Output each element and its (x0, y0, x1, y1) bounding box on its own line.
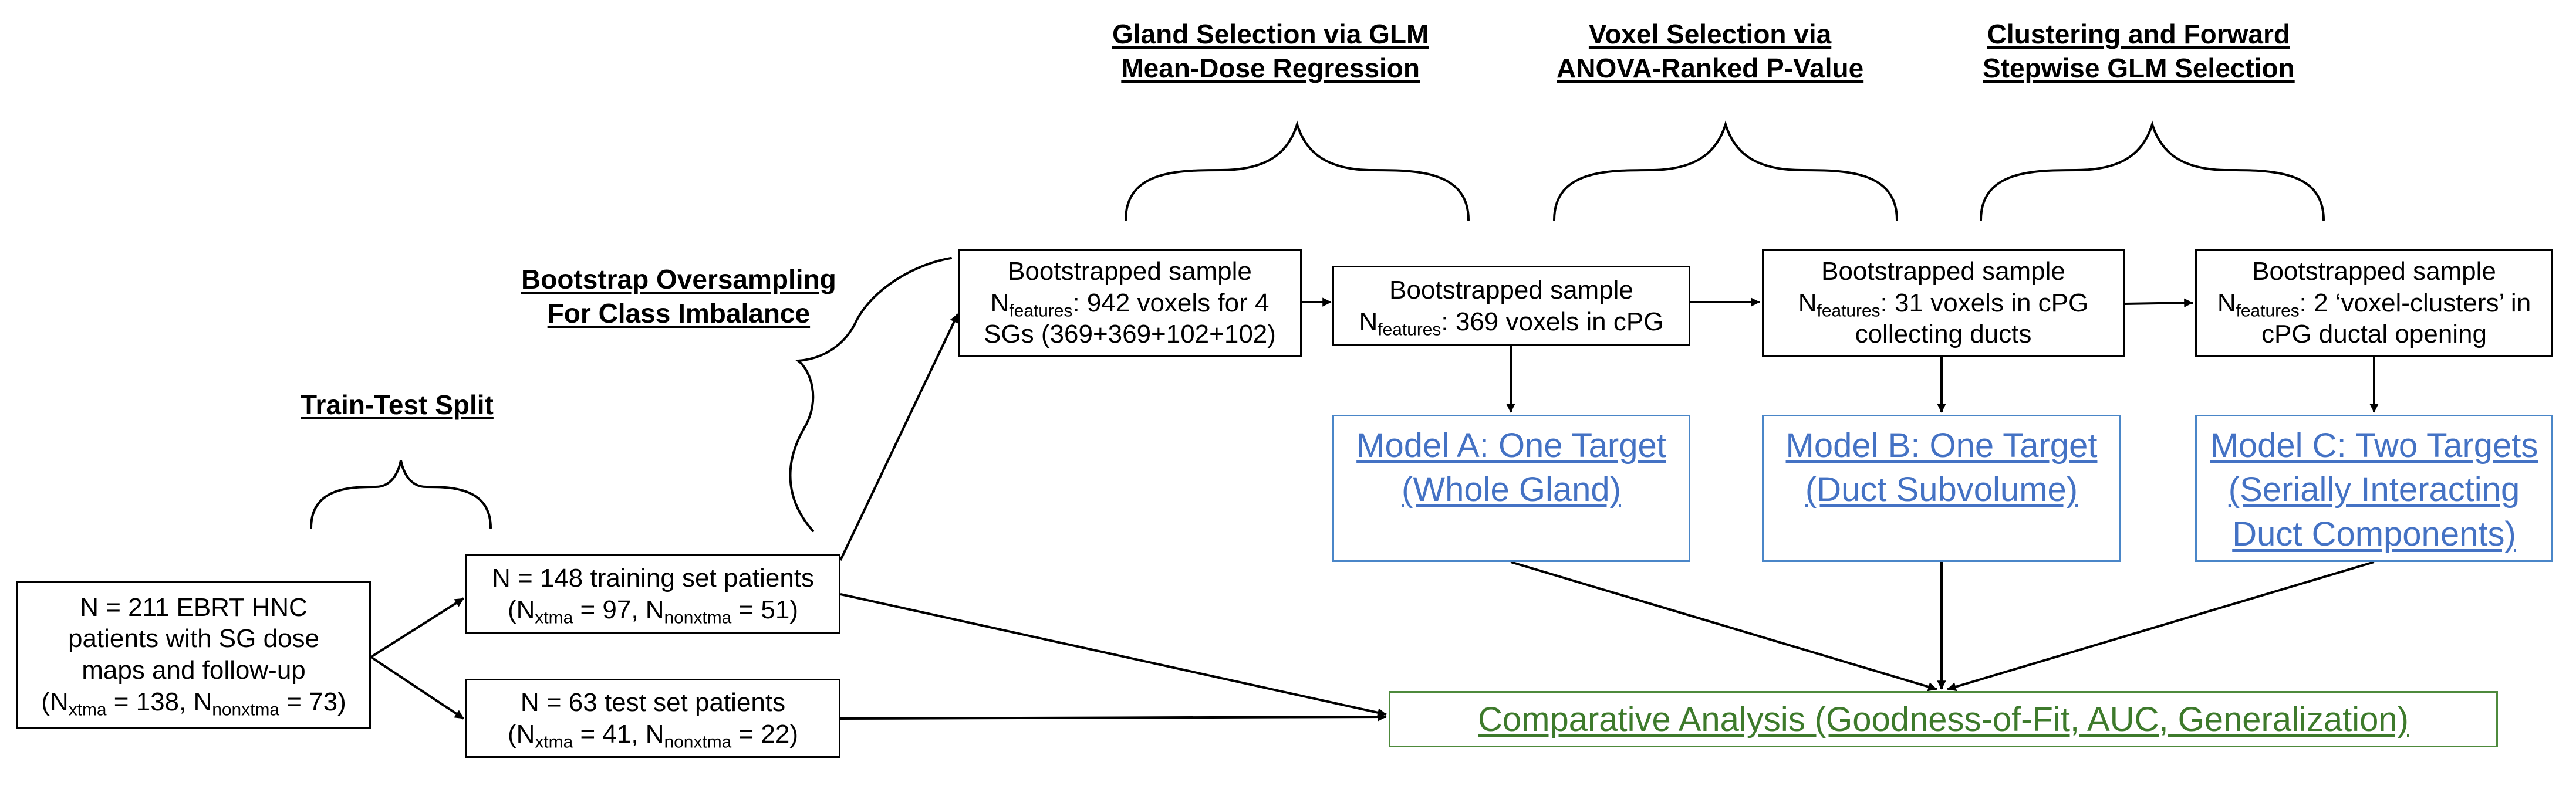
model-a-box[interactable]: Model A: One Target (Whole Gland) (1332, 415, 1690, 562)
arrow-training-to-sample1 (839, 313, 959, 561)
heading-voxel-selection: Voxel Selection via ANOVA-Ranked P-Value (1557, 19, 1864, 83)
brace-gland-selection (1125, 120, 1470, 221)
arrow-training-to-analysis (840, 593, 1387, 717)
arrow-model-a-to-analysis (1510, 561, 1937, 692)
comparative-analysis-box[interactable]: Comparative Analysis (Goodness-of-Fit, A… (1389, 691, 2498, 747)
cohort-box: N = 211 EBRT HNC patients with SG dose m… (16, 581, 371, 729)
brace-train-test (310, 460, 492, 529)
heading-gland-selection: Gland Selection via GLM Mean-Dose Regres… (1112, 19, 1429, 83)
brace-clustering (1980, 120, 2325, 221)
bootstrapped-sample-ducts: Bootstrapped sample Nfeatures: 31 voxels… (1762, 249, 2125, 357)
bootstrapped-sample-cpg: Bootstrapped sample Nfeatures: 369 voxel… (1332, 266, 1690, 346)
model-b-box[interactable]: Model B: One Target (Duct Subvolume) (1762, 415, 2121, 562)
bootstrapped-sample-clusters: Bootstrapped sample Nfeatures: 2 ‘voxel-… (2195, 249, 2553, 357)
brace-bootstrap (789, 257, 952, 532)
training-set-box: N = 148 training set patients (Nxtma = 9… (465, 554, 840, 634)
heading-train-test: Train-Test Split (301, 390, 494, 420)
heading-clustering: Clustering and Forward Stepwise GLM Sele… (1983, 19, 2295, 83)
bootstrapped-sample-all-glands: Bootstrapped sample Nfeatures: 942 voxel… (958, 249, 1302, 357)
arrow-cohort-to-training (370, 597, 465, 658)
brace-voxel-selection (1553, 120, 1898, 221)
arrow-test-to-analysis (840, 712, 1387, 722)
heading-bootstrap: Bootstrap Oversampling For Class Imbalan… (521, 264, 836, 329)
arrow-model-c-to-analysis (1947, 561, 2375, 692)
test-set-box: N = 63 test set patients (Nxtma = 41, Nn… (465, 679, 840, 758)
model-c-box[interactable]: Model C: Two Targets (Serially Interacti… (2195, 415, 2553, 562)
arrow-sample3-to-sample4 (2124, 298, 2193, 307)
arrow-cohort-to-test (370, 656, 465, 720)
